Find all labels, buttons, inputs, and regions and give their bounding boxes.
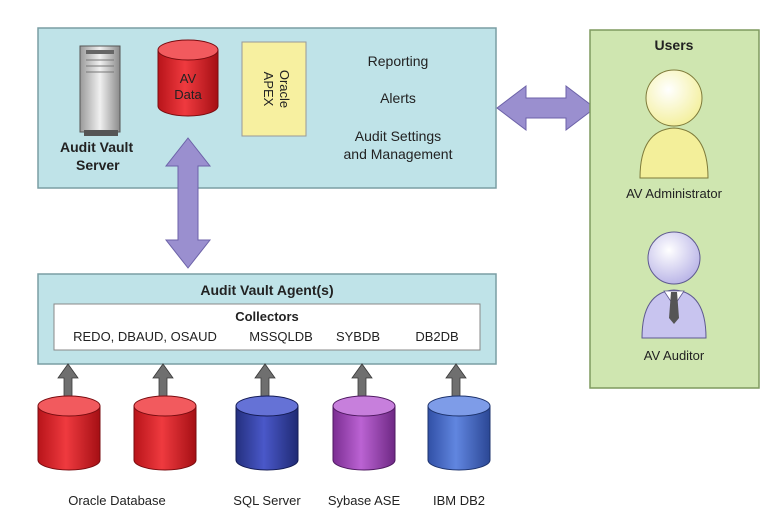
feature-alerts: Alerts [380,90,416,106]
collector-sybase: SYBDB [336,329,380,344]
oracle-apex-box [241,41,307,137]
oracle-database-cylinder-2-icon [133,395,197,471]
server-label-line2: Server [76,157,120,173]
apex-label-line2: APEX [261,72,276,107]
db-label-sql-server: SQL Server [233,493,301,508]
agent-title: Audit Vault Agent(s) [200,282,333,298]
av-data-label-line1: AV [180,71,197,86]
server-agent-arrow [164,137,212,269]
av-data-cylinder-icon [157,39,219,117]
av-data-label-line2: Data [174,87,202,102]
collector-mssql: MSSQLDB [249,329,313,344]
server-icon [79,45,121,136]
collectors-box [53,303,481,351]
sybase-cylinder-icon [332,395,396,471]
server-label-line1: Audit Vault [60,139,133,155]
auditor-figure-icon [641,231,707,339]
collectors-title: Collectors [235,309,299,324]
feature-reporting: Reporting [368,53,429,69]
feature-management: and Management [344,146,453,162]
auditor-label: AV Auditor [644,348,705,363]
feature-audit-settings: Audit Settings [355,128,441,144]
oracle-database-cylinder-1-icon [37,395,101,471]
apex-label-line1: Oracle [277,70,292,108]
db-label-sybase: Sybase ASE [328,493,401,508]
server-users-arrow [496,84,596,132]
upload-arrows [57,363,467,399]
collector-db2: DB2DB [415,329,458,344]
sql-server-cylinder-icon [235,395,299,471]
collector-oracle: REDO, DBAUD, OSAUD [73,329,217,344]
db-label-oracle: Oracle Database [68,493,166,508]
administrator-figure-icon [639,69,709,179]
db-label-db2: IBM DB2 [433,493,485,508]
users-title: Users [655,37,694,53]
administrator-label: AV Administrator [626,186,723,201]
db2-cylinder-icon [427,395,491,471]
